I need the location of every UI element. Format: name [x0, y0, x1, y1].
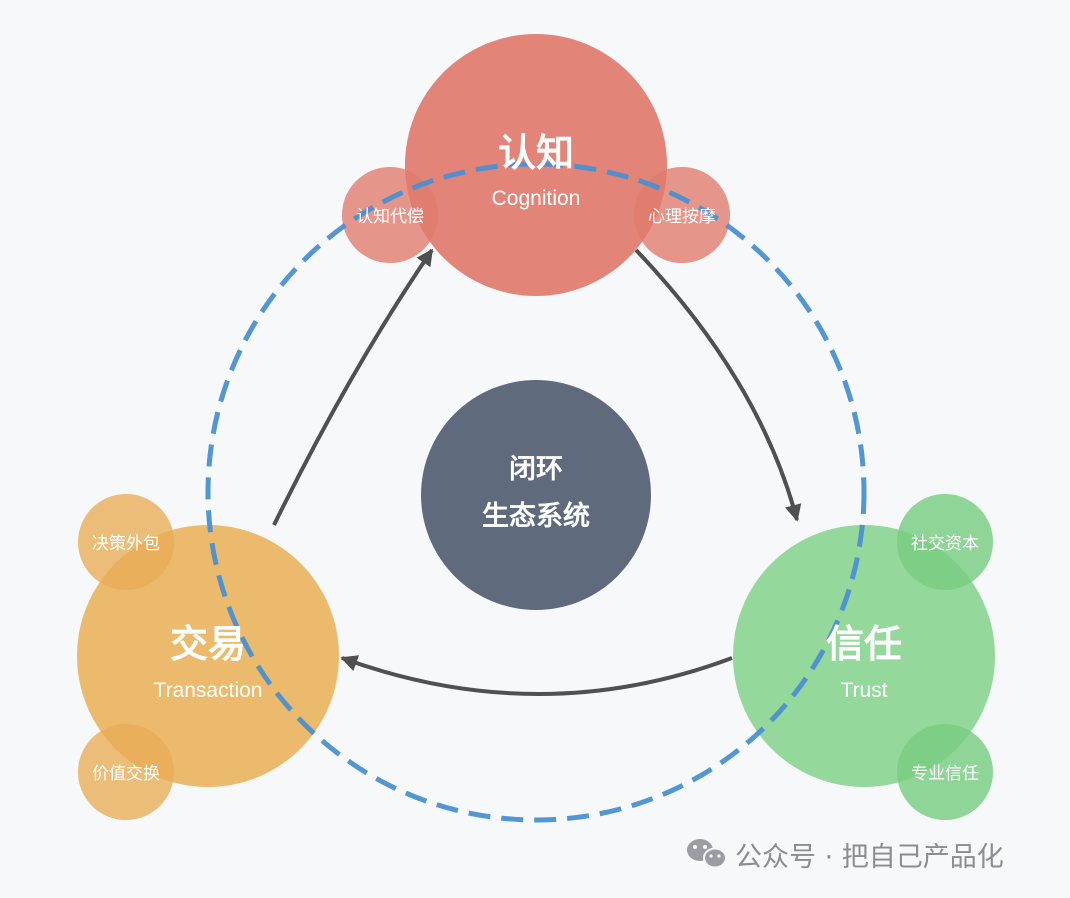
satellite-label-cognitive-compensation: 认知代偿: [356, 207, 424, 227]
watermark: 公众号 · 把自己产品化: [687, 839, 1004, 873]
node-center: [421, 380, 651, 610]
trust-title: 信任: [826, 622, 902, 666]
node-cognition: [405, 34, 667, 296]
satellite-label-social-capital: 社交资本: [911, 534, 979, 554]
arrow-trust-to-transaction: [340, 655, 733, 696]
satellite-overlay: [634, 167, 730, 263]
cognition-title: 认知: [498, 131, 574, 175]
watermark-text: 公众号 · 把自己产品化: [735, 842, 1004, 873]
node-transaction: [77, 525, 339, 787]
satellite-label-professional-trust: 专业信任: [911, 764, 979, 784]
cognition-subtitle: Cognition: [492, 187, 581, 210]
node-trust: [733, 525, 995, 787]
transaction-title: 交易: [170, 622, 246, 666]
satellite-label-decision-outsourcing: 决策外包: [92, 534, 160, 554]
satellite-overlay: [342, 167, 438, 263]
loop-dashed-circle: [205, 161, 867, 823]
satellite-overlay: [78, 494, 174, 590]
trust-subtitle: Trust: [840, 679, 887, 702]
arrow-transaction-to-cognition: [272, 248, 434, 526]
satellite-overlay: [78, 724, 174, 820]
transaction-subtitle: Transaction: [154, 679, 263, 702]
satellite-overlay: [897, 724, 993, 820]
arrow-cognition-to-trust: [634, 248, 802, 522]
satellite-overlay: [897, 494, 993, 590]
center-label-line2: 生态系统: [482, 500, 590, 532]
wechat-icon: [687, 839, 727, 869]
satellite-label-psychological-massage: 心理按摩: [648, 207, 716, 227]
satellite-label-value-exchange: 价值交换: [92, 764, 160, 784]
center-label-line1: 闭环: [509, 454, 563, 485]
